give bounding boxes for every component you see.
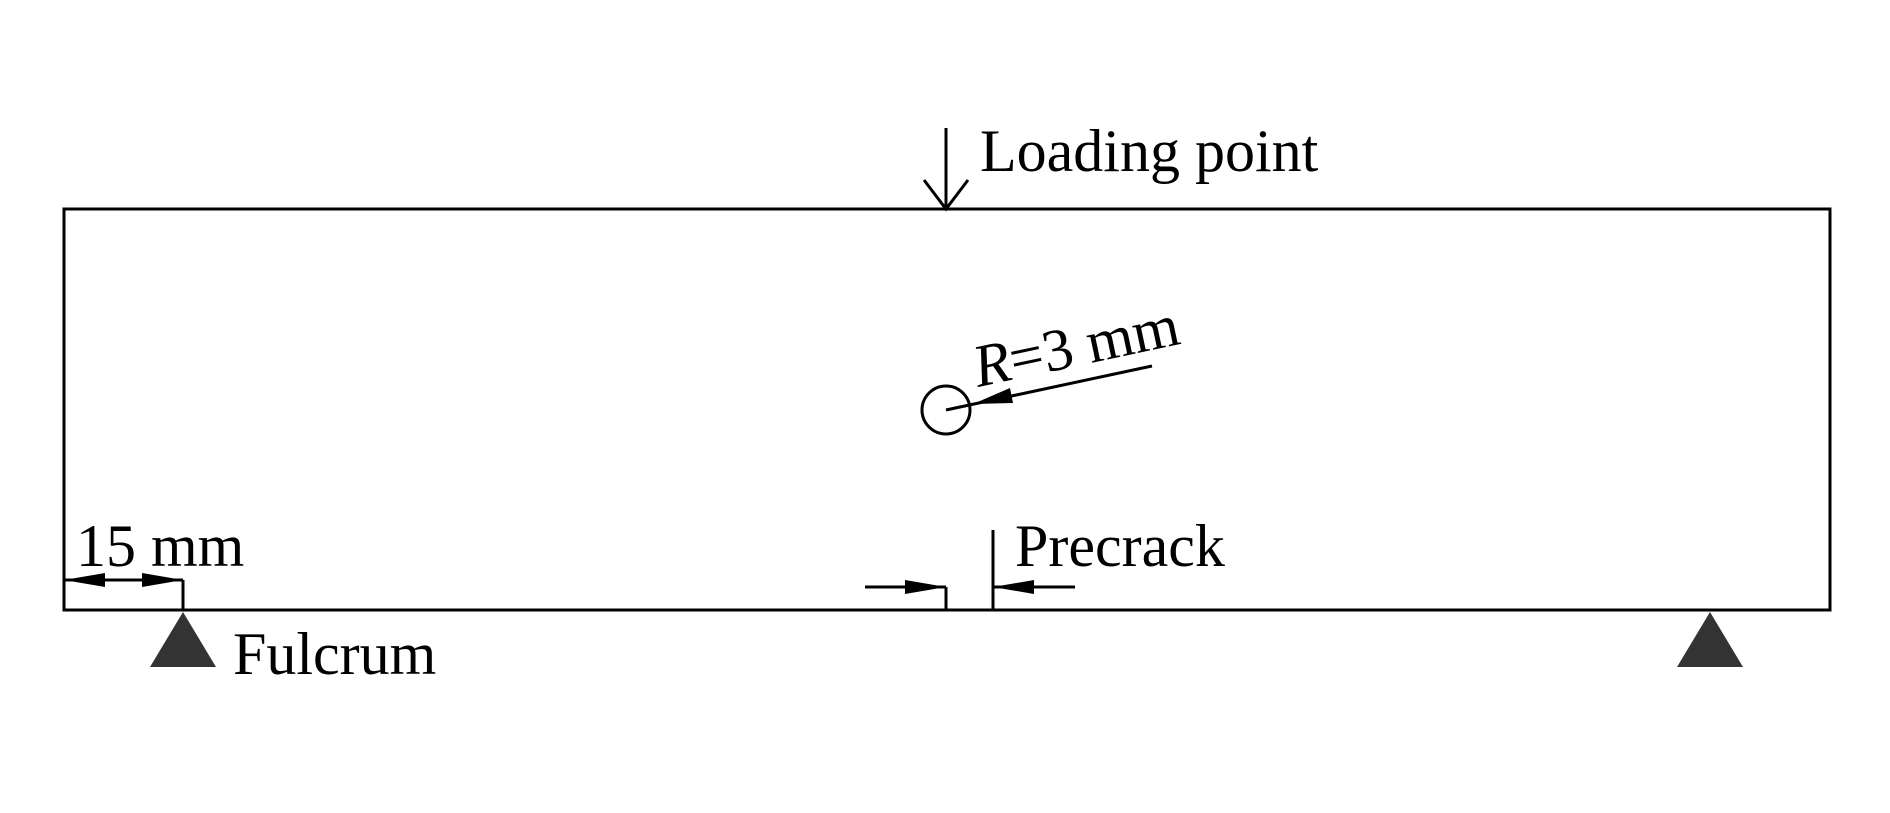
precrack-dimension-arrows-icon	[865, 580, 1075, 594]
right-fulcrum-icon	[1677, 612, 1743, 667]
loading-arrow-icon	[922, 128, 970, 212]
loading-point-label: Loading point	[980, 118, 1319, 184]
fulcrum-label: Fulcrum	[233, 621, 436, 687]
precrack-notch	[944, 530, 995, 610]
precrack-label: Precrack	[1015, 513, 1225, 579]
hole	[920, 384, 972, 436]
radius-leader-arrow-icon	[945, 364, 1153, 412]
support-offset-dimension-arrows-icon	[64, 573, 185, 610]
support-offset-label: 15 mm	[76, 513, 244, 579]
left-fulcrum-icon	[150, 612, 216, 667]
